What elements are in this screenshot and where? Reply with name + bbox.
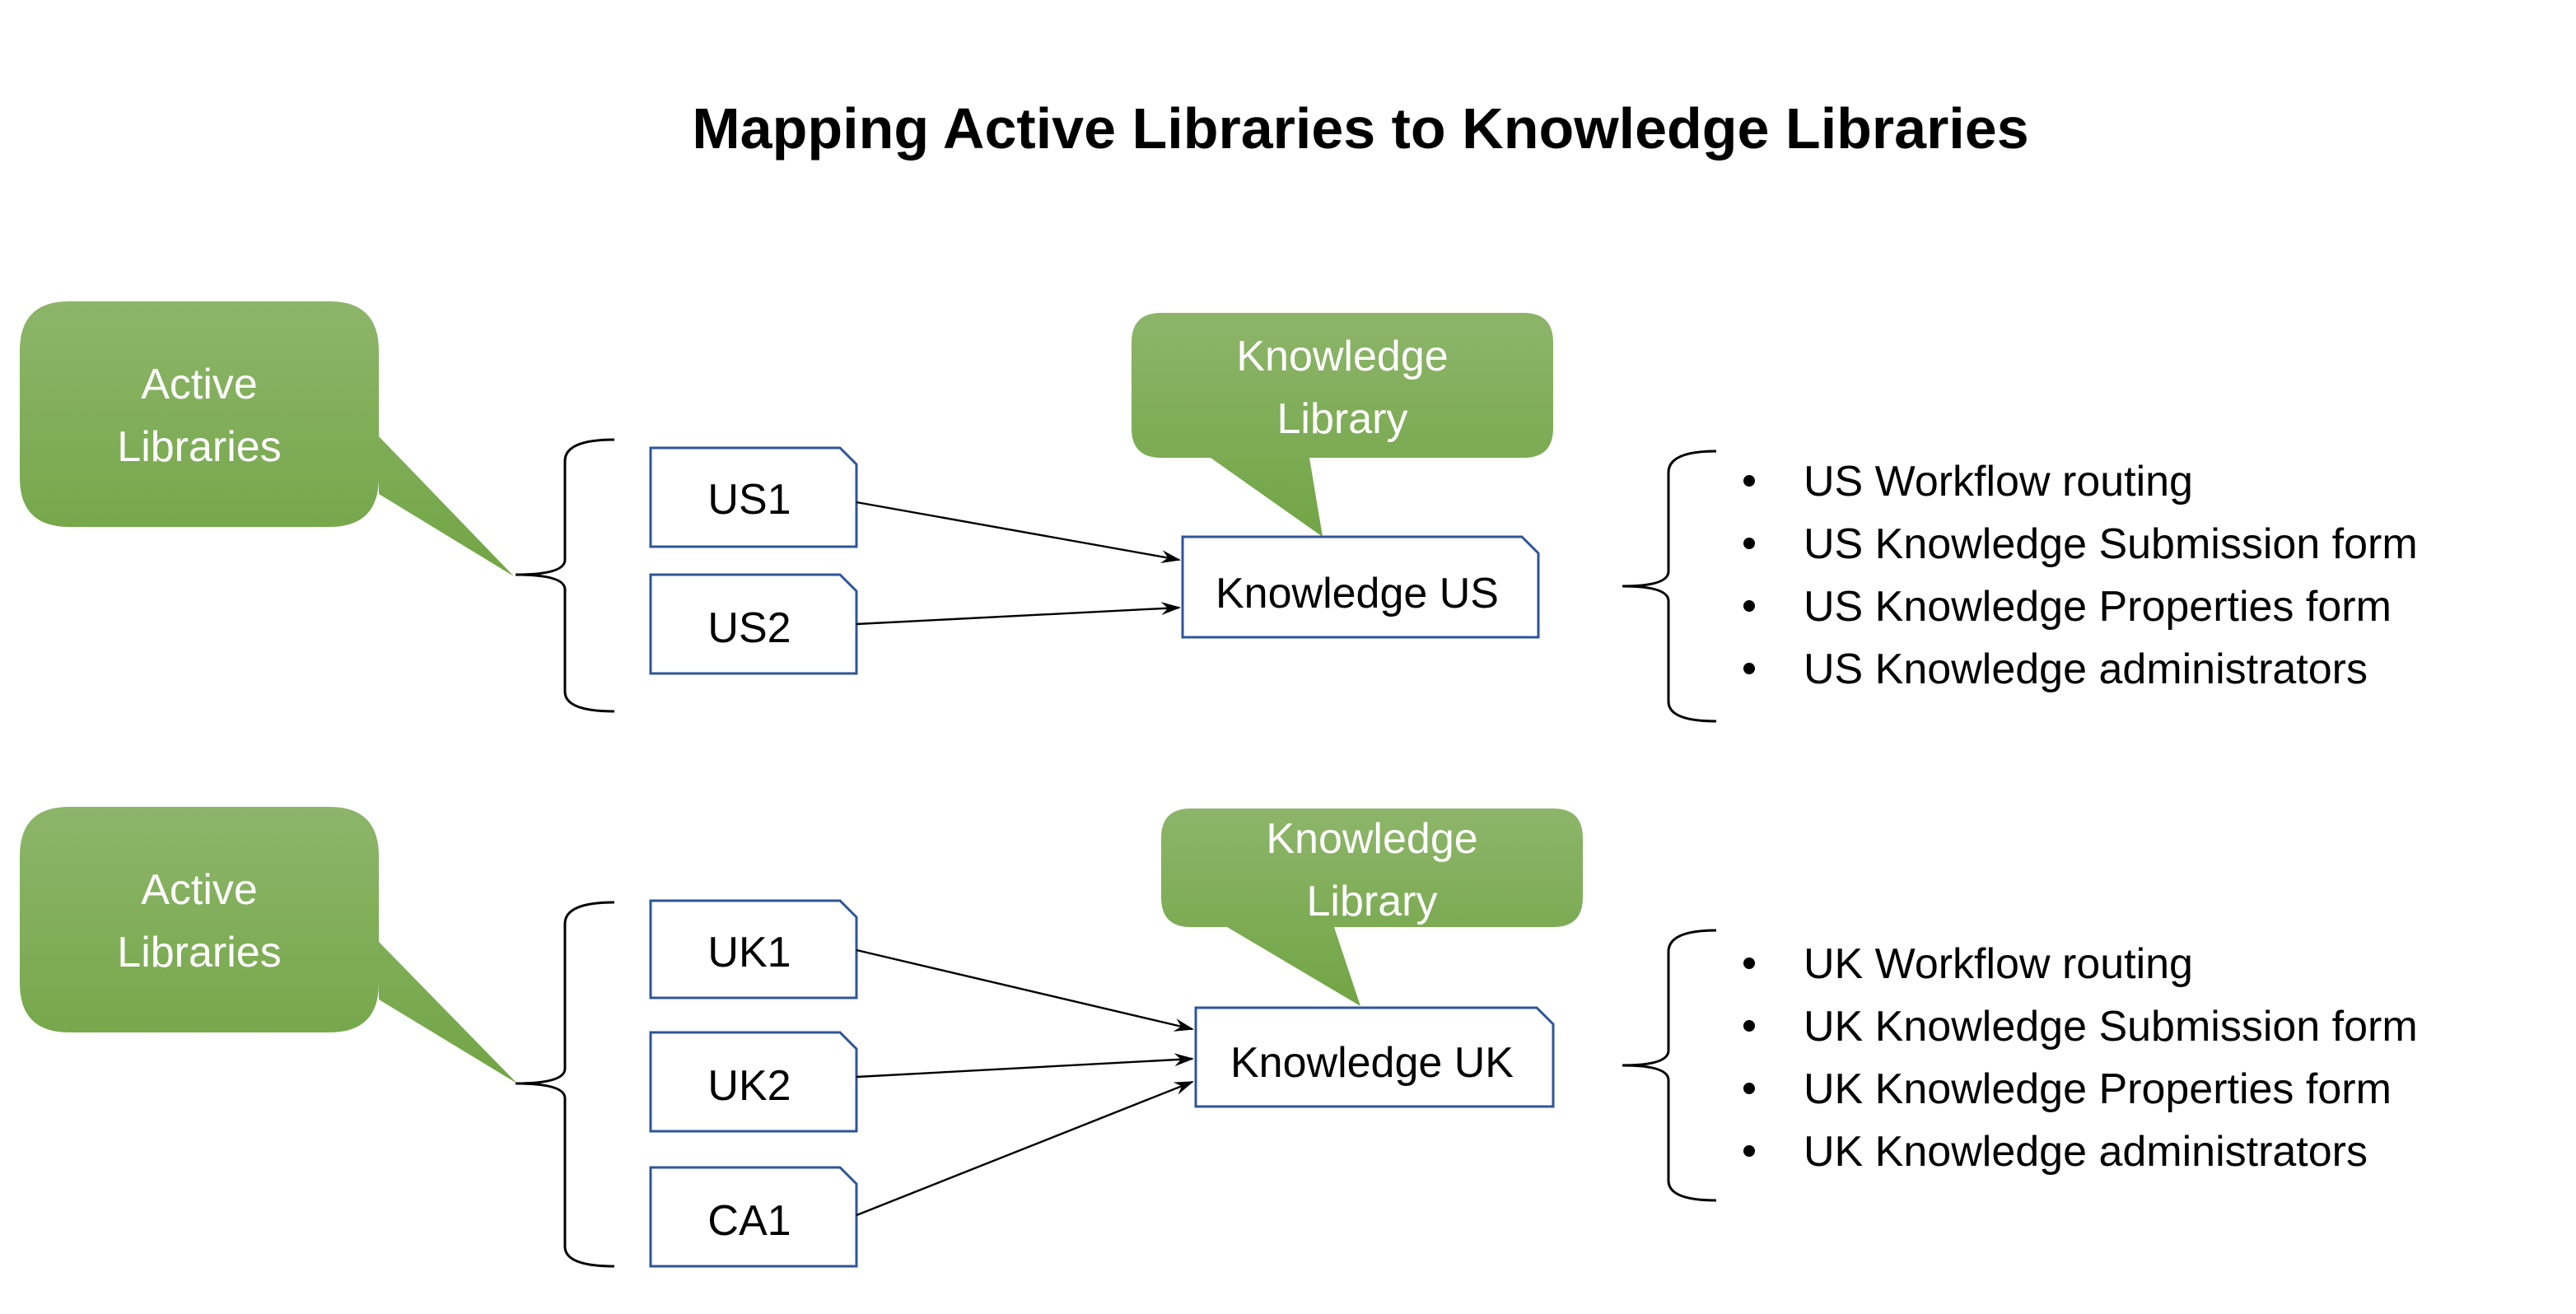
feature-item: UK Knowledge Properties form (1804, 1065, 2392, 1113)
group-us: Active Libraries US1 US2 Knowledge Libra… (20, 301, 2418, 723)
feature-item: UK Knowledge Submission form (1804, 1003, 2418, 1051)
active-library-label: CA1 (707, 1197, 791, 1245)
callout-label: Libraries (117, 423, 281, 471)
feature-item: UK Workflow routing (1804, 940, 2193, 988)
bullet-icon (1743, 475, 1755, 487)
feature-list: UK Workflow routing UK Knowledge Submiss… (1743, 940, 2418, 1176)
feature-list: US Workflow routing US Knowledge Submiss… (1743, 458, 2418, 693)
active-libraries-callout (20, 807, 517, 1083)
feature-item: US Knowledge Properties form (1804, 583, 2392, 631)
group-uk: Active Libraries UK1 UK2 CA1 Knowledge L… (20, 807, 2418, 1268)
right-brace (1622, 450, 1717, 723)
active-library-box (649, 1166, 858, 1268)
callout-label: Knowledge (1266, 815, 1477, 863)
active-library-box (649, 446, 858, 548)
mapping-arrow (856, 1080, 1194, 1217)
active-library-box (649, 899, 858, 999)
mapping-arrow (856, 948, 1194, 1032)
feature-item: US Knowledge administrators (1804, 645, 2368, 693)
callout-label: Active (141, 361, 258, 408)
left-brace (515, 438, 615, 713)
callout-label: Knowledge (1236, 333, 1448, 380)
active-library-box (649, 573, 858, 675)
bullet-icon (1743, 958, 1755, 969)
callout-label: Library (1277, 395, 1408, 443)
knowledge-library-callout (1161, 808, 1583, 1006)
knowledge-library-box (1194, 1006, 1555, 1108)
active-library-label: UK1 (707, 929, 791, 976)
bullet-icon (1743, 1020, 1755, 1032)
mapping-arrow (856, 602, 1181, 626)
feature-item: UK Knowledge administrators (1804, 1128, 2368, 1176)
right-brace (1622, 929, 1717, 1202)
callout-label: Library (1307, 878, 1438, 925)
knowledge-library-label: Knowledge UK (1230, 1039, 1514, 1087)
active-libraries-callout (20, 301, 514, 576)
left-brace (515, 901, 615, 1268)
bullet-icon (1743, 663, 1755, 674)
diagram-title: Mapping Active Libraries to Knowledge Li… (692, 96, 2028, 161)
bullet-icon (1743, 538, 1755, 549)
bullet-icon (1743, 1083, 1755, 1094)
mapping-arrow (856, 501, 1181, 564)
bullet-icon (1743, 1145, 1755, 1157)
feature-item: US Knowledge Submission form (1804, 520, 2418, 568)
callout-label: Libraries (117, 929, 281, 976)
callout-label: Active (141, 866, 258, 914)
knowledge-library-callout (1132, 313, 1553, 537)
mapping-arrow (856, 1053, 1194, 1079)
active-library-label: US2 (707, 604, 791, 652)
bullet-icon (1743, 600, 1755, 612)
knowledge-library-label: Knowledge US (1216, 570, 1499, 617)
active-library-label: UK2 (707, 1062, 791, 1110)
knowledge-library-box (1181, 535, 1540, 639)
active-library-box (649, 1031, 858, 1133)
feature-item: US Workflow routing (1804, 458, 2193, 506)
active-library-label: US1 (707, 476, 791, 524)
